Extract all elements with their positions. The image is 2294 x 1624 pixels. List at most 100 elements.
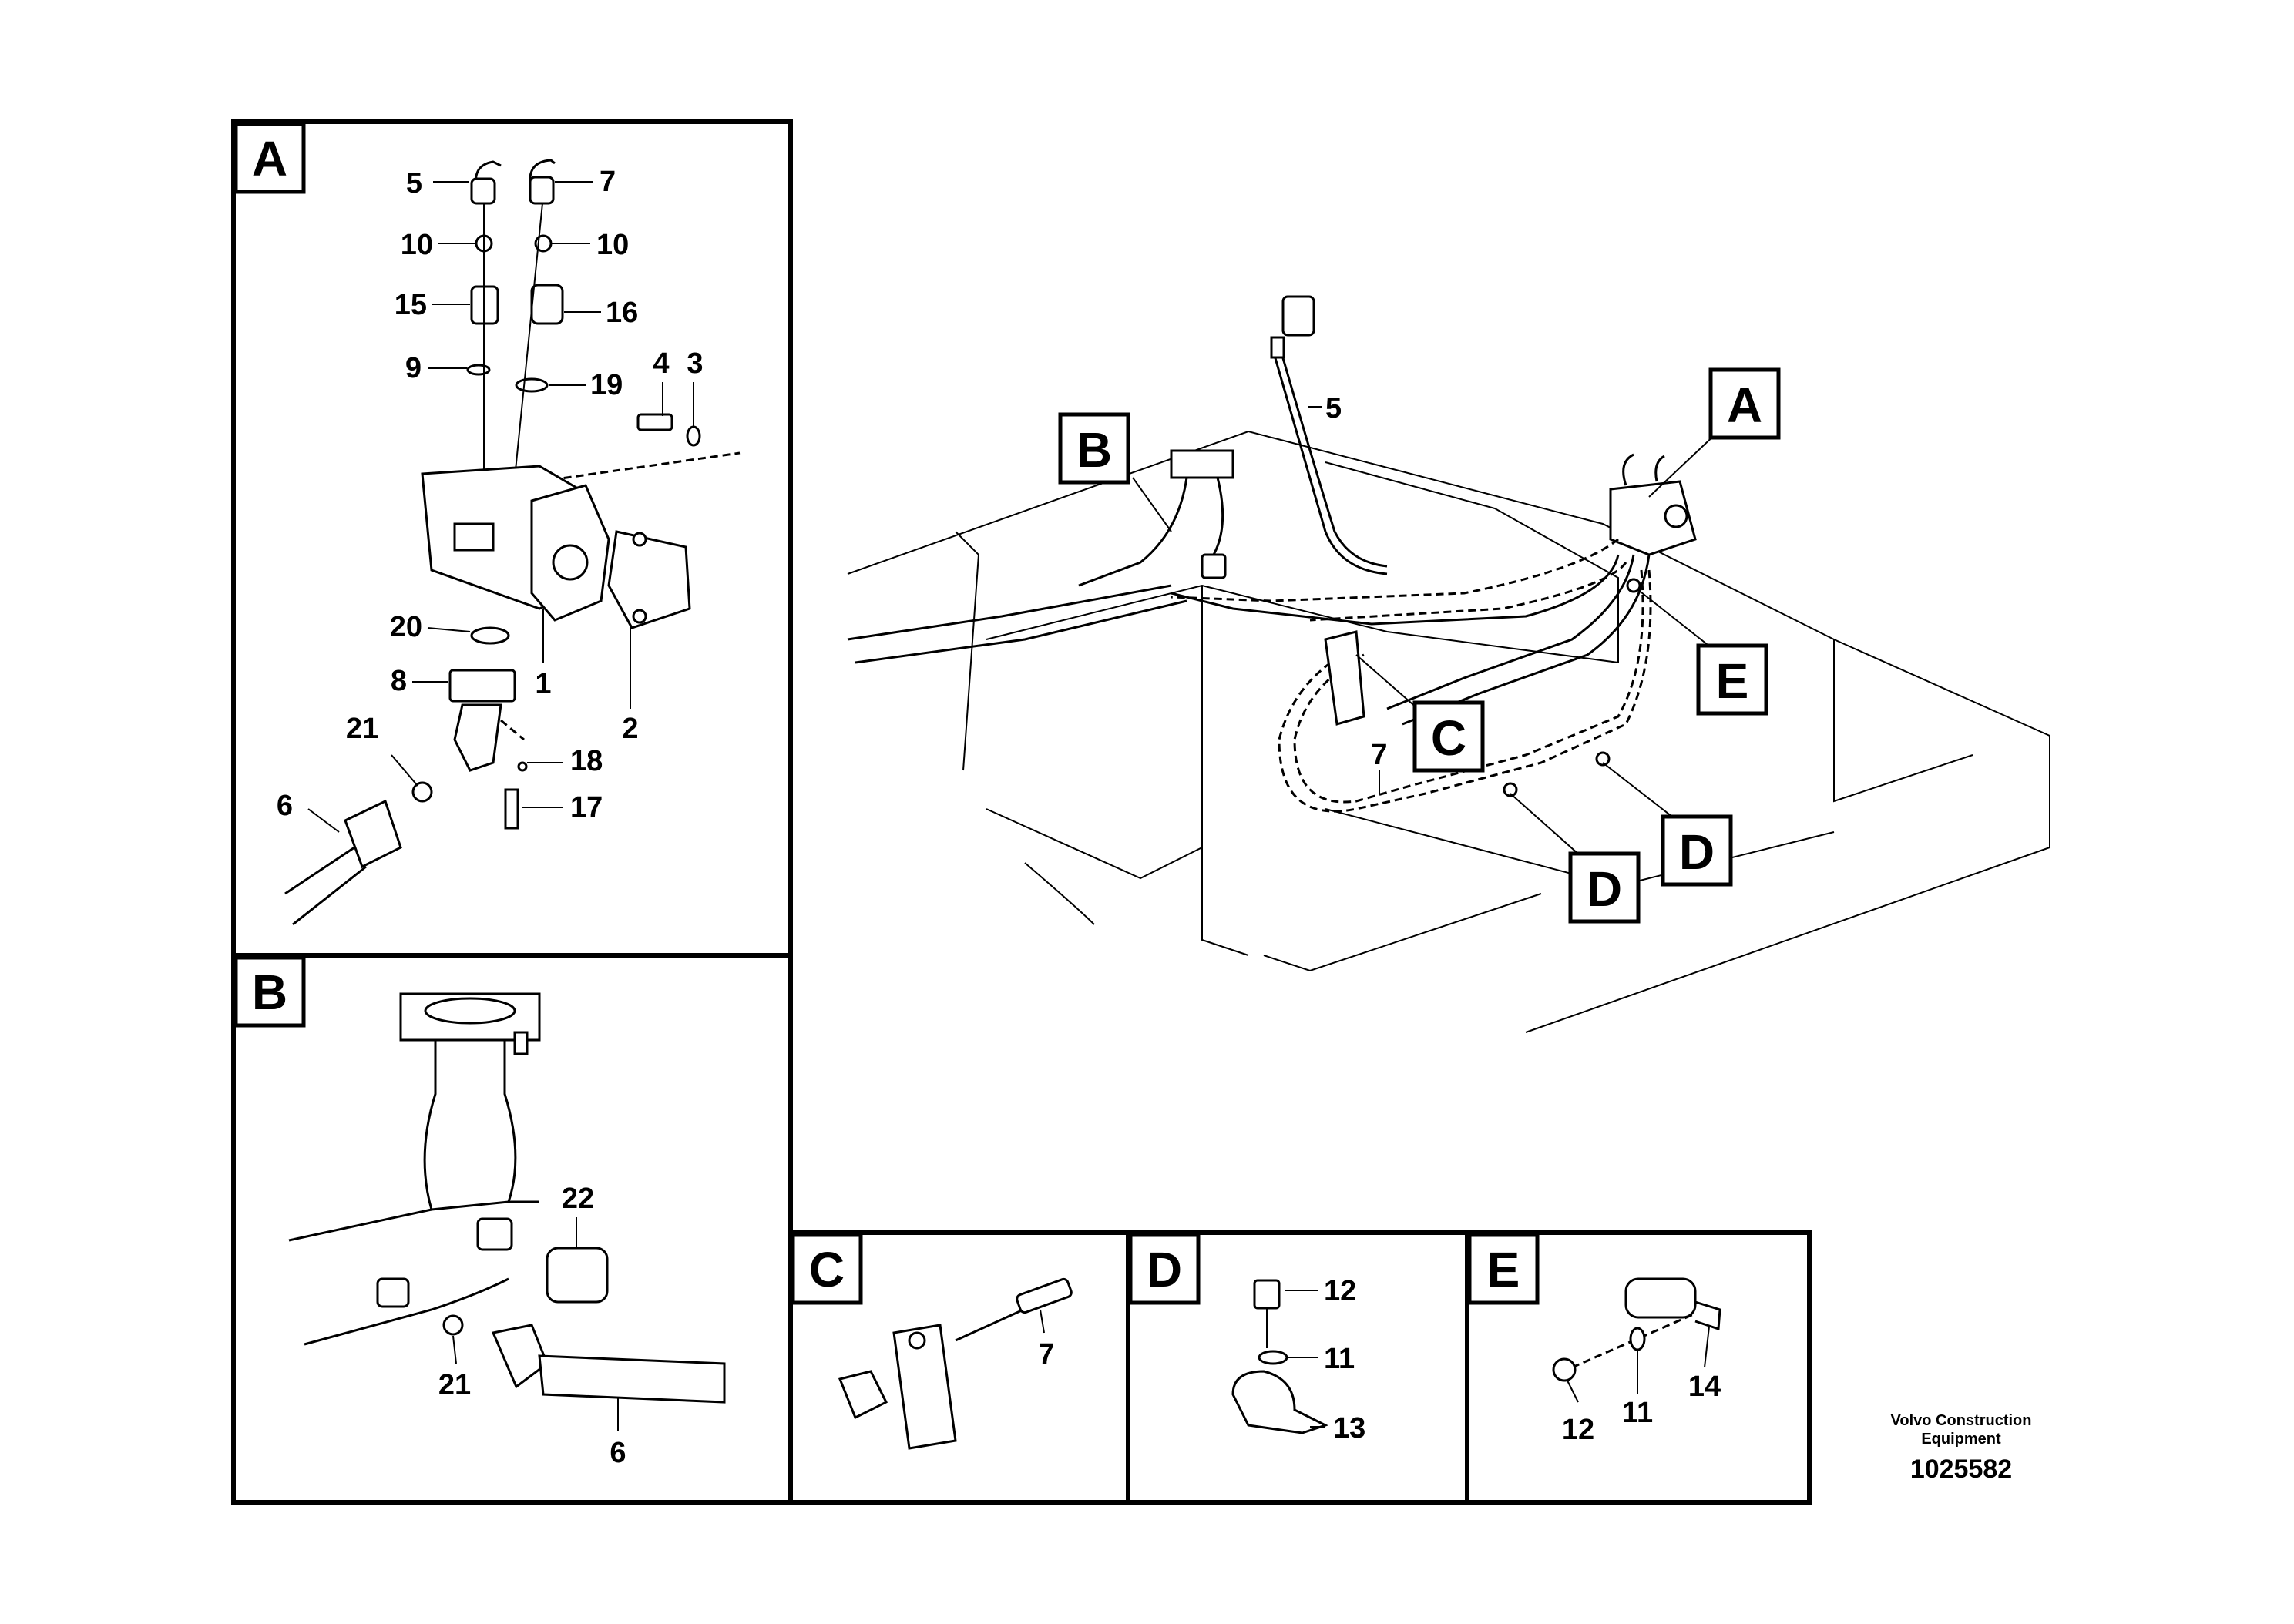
oring-9 xyxy=(466,364,491,376)
hose-bundle-2 xyxy=(1402,554,1651,726)
pump-label-plate xyxy=(453,522,495,552)
panel-d: D 12 11 13 xyxy=(1126,1230,1469,1505)
frame-left-beam xyxy=(986,808,1203,880)
pump-shaft xyxy=(552,544,589,581)
company-line-2: Equipment xyxy=(1921,1431,2001,1448)
callout-7-c: 7 xyxy=(1038,1338,1054,1371)
tag-e-letter: E xyxy=(1716,653,1749,709)
tag-b-letter: B xyxy=(1076,422,1112,478)
hose-bundle-1 xyxy=(1386,554,1635,710)
callout-10-left: 10 xyxy=(401,229,433,261)
clamp-d1-overview xyxy=(1503,782,1518,797)
washer-11-d xyxy=(1258,1350,1288,1365)
callout-9: 9 xyxy=(405,352,422,384)
callout-16: 16 xyxy=(606,297,638,329)
hose-5-overview xyxy=(1274,357,1388,575)
callout-12-d: 12 xyxy=(1324,1275,1356,1307)
tag-d2-leader xyxy=(1602,762,1673,817)
callout-21: 21 xyxy=(346,713,378,745)
leader-12-e xyxy=(1567,1380,1579,1403)
tag-e-box xyxy=(1696,643,1768,716)
flange-bolt xyxy=(513,1031,529,1055)
clamp-d2-overview xyxy=(1595,751,1611,767)
hose-6-end xyxy=(344,799,402,869)
leader-21 xyxy=(391,754,418,787)
callout-1: 1 xyxy=(535,668,551,700)
panel-a: A xyxy=(231,119,793,958)
hose-bundle-3 xyxy=(1171,554,1620,626)
elbow-fitting xyxy=(453,703,502,772)
callout-11-d: 11 xyxy=(1324,1343,1355,1375)
callout-8: 8 xyxy=(391,665,407,697)
panel-e-letter: E xyxy=(1487,1242,1520,1297)
screw-12-d xyxy=(1253,1279,1281,1310)
pump-overview xyxy=(1609,480,1697,556)
drawing-number: 1025582 xyxy=(1910,1455,2012,1484)
oring-21-a xyxy=(411,781,433,803)
fitting-7 xyxy=(529,176,555,205)
oring-20 xyxy=(470,626,510,645)
axis-line-right xyxy=(512,203,543,494)
pump-overview-hoses xyxy=(1622,453,1665,486)
tag-d2-box xyxy=(1661,814,1733,887)
clamp-13 xyxy=(1231,1370,1328,1434)
screw-axis-18 xyxy=(500,719,525,741)
callout-14: 14 xyxy=(1688,1371,1721,1403)
callout-3: 3 xyxy=(687,347,703,380)
callout-13: 13 xyxy=(1333,1412,1365,1444)
bracket-hole xyxy=(908,1331,926,1350)
hose-6 xyxy=(284,846,367,926)
clamp-e-overview xyxy=(1626,578,1641,593)
gasket-hole-top xyxy=(632,532,647,547)
washer-11-e xyxy=(1629,1327,1646,1351)
drain-hose-dashed-2 xyxy=(1309,562,1627,622)
clamp-14 xyxy=(1624,1277,1697,1319)
panel-c-tag xyxy=(791,1233,863,1305)
panel-e: E 12 11 14 xyxy=(1465,1230,1812,1505)
tube-neck xyxy=(423,1038,517,1211)
hose-6-b xyxy=(538,1354,726,1404)
tag-b-leader xyxy=(1132,477,1172,532)
panel-b-frame xyxy=(231,953,793,1505)
callout-ov-7: 7 xyxy=(1371,739,1387,771)
clamp-14-tab xyxy=(1694,1300,1721,1331)
adapter-16 xyxy=(530,284,564,325)
tube-body-bottom xyxy=(304,1277,509,1346)
filter-body xyxy=(1281,295,1315,337)
tag-c-letter: C xyxy=(1431,710,1466,766)
oring-19 xyxy=(515,377,549,393)
screw-12-e xyxy=(1552,1357,1577,1382)
drain-hose-7b-dashed xyxy=(1293,569,1644,804)
panel-b-letter: B xyxy=(252,965,287,1020)
washer-3 xyxy=(686,425,701,447)
tag-b-box xyxy=(1058,412,1130,485)
overview-drawing: 5 7 A B C D D E xyxy=(847,295,2050,1033)
screw-4 xyxy=(636,413,673,431)
callout-6: 6 xyxy=(277,790,293,822)
panel-d-letter: D xyxy=(1147,1242,1182,1297)
pipe-port xyxy=(1201,553,1227,579)
frame-right-box xyxy=(1833,639,1973,803)
tank-flange xyxy=(1170,449,1234,479)
leader-7-c xyxy=(1040,1309,1045,1334)
panel-c-letter: C xyxy=(809,1242,845,1297)
drain-hose-7-dashed xyxy=(1278,569,1652,813)
callout-11-e: 11 xyxy=(1622,1397,1653,1429)
callout-18: 18 xyxy=(570,745,603,777)
panel-a-tag xyxy=(233,122,306,194)
panel-b-tag xyxy=(233,955,306,1028)
washer-18 xyxy=(517,761,528,772)
frame-bottom-line xyxy=(1263,893,1542,972)
gasket-hole-bottom xyxy=(632,609,647,624)
tag-d1-letter: D xyxy=(1587,861,1622,917)
panel-e-frame xyxy=(1465,1230,1812,1505)
bolt-axis xyxy=(539,451,741,483)
footer: Volvo Construction Equipment 1025582 xyxy=(1891,1412,2032,1484)
flange-8 xyxy=(448,669,516,703)
tag-e-leader xyxy=(1637,589,1711,648)
frame-left-post xyxy=(955,531,980,771)
callout-15: 15 xyxy=(395,289,427,321)
tag-a-letter: A xyxy=(1727,377,1762,433)
port-plug-seat xyxy=(476,1217,513,1251)
callout-20: 20 xyxy=(390,611,422,643)
